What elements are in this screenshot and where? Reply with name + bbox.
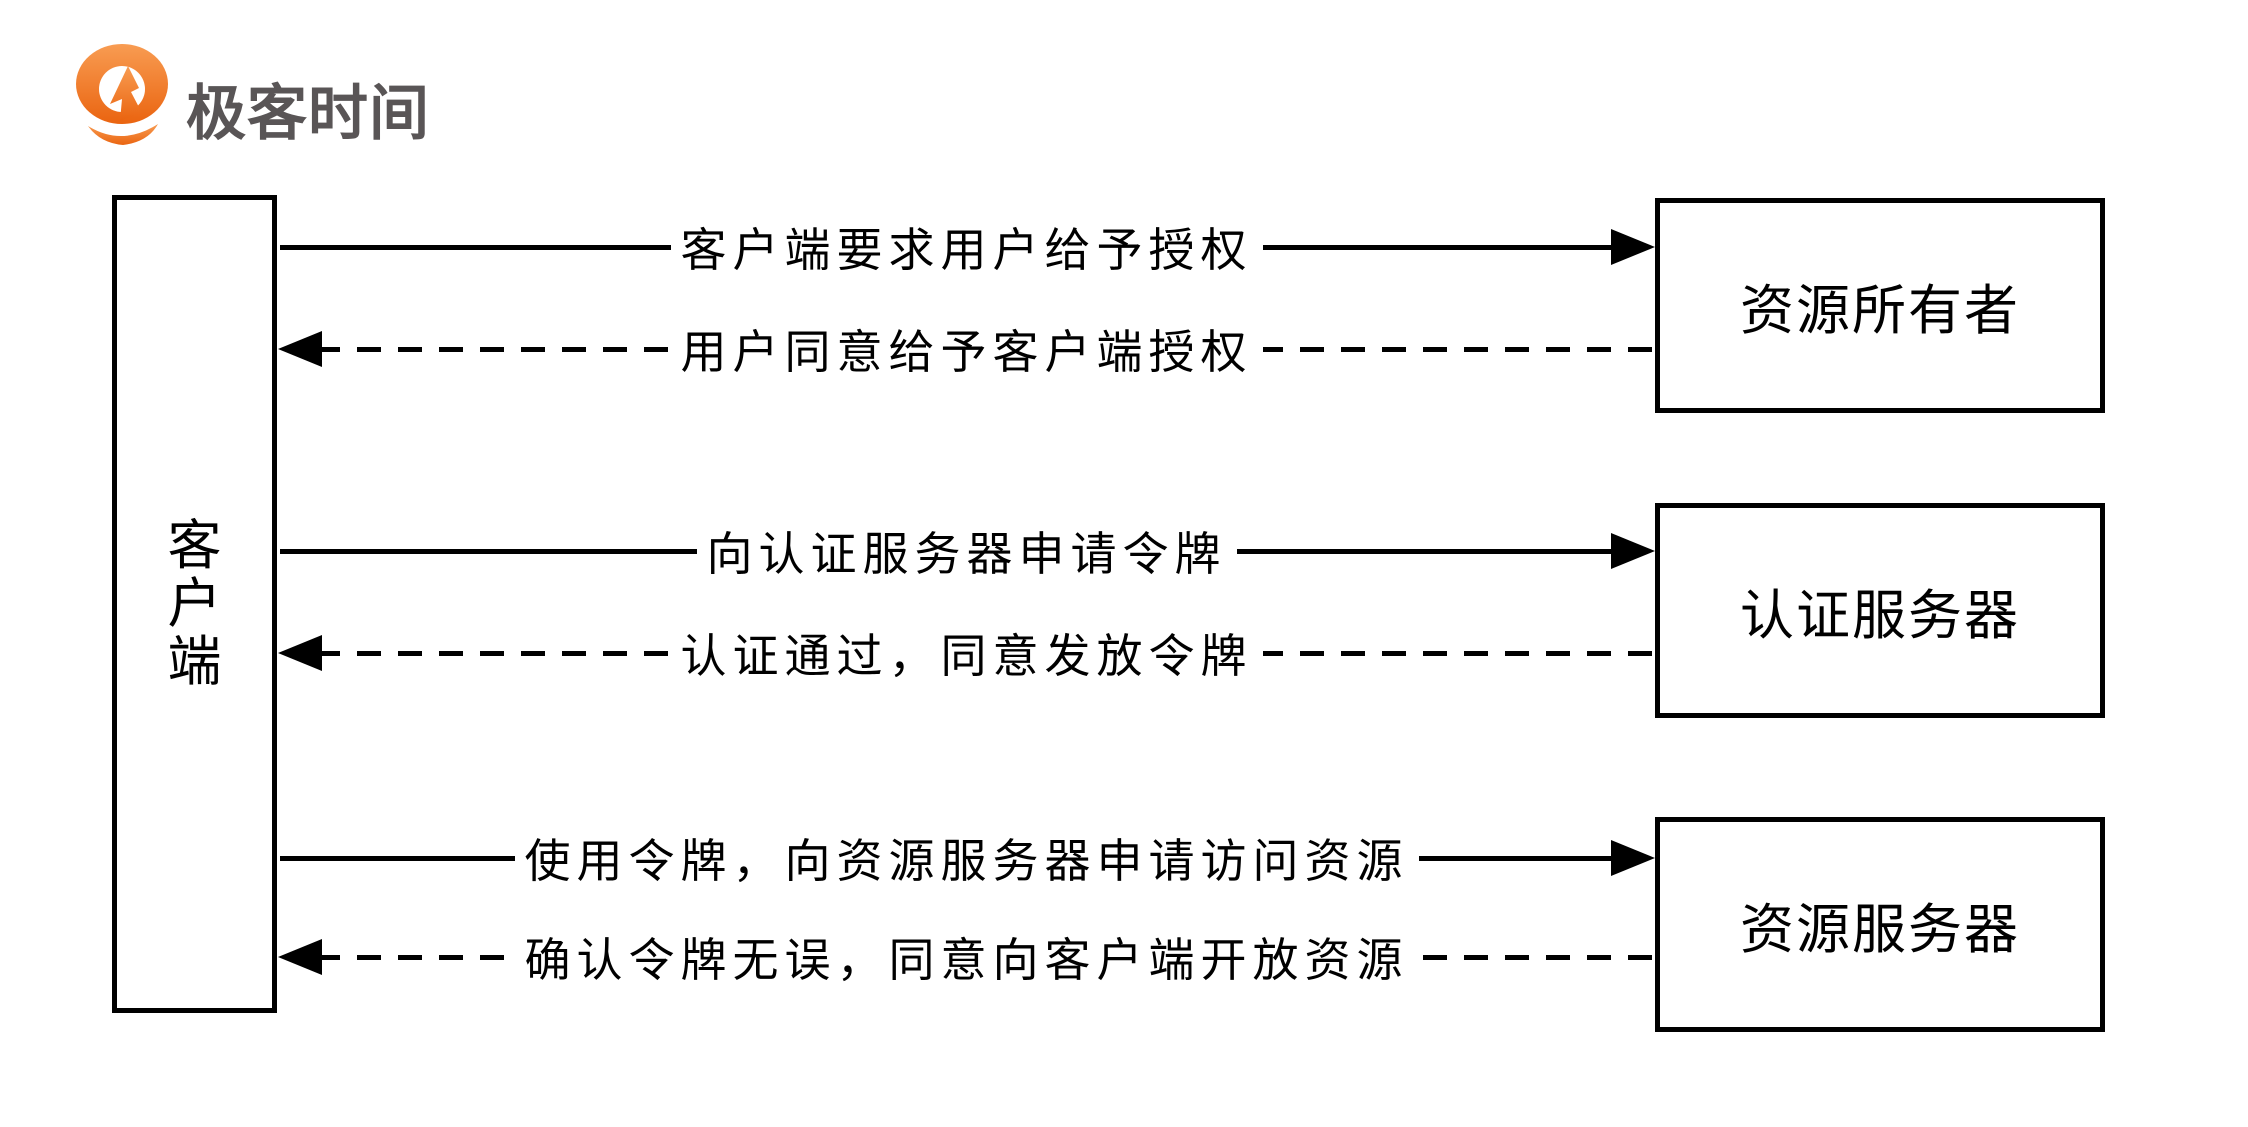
request-label: 向认证服务器申请令牌 [696, 518, 1237, 584]
client-box-label-char: 客 [167, 516, 222, 576]
arrowhead-right-icon [1611, 840, 1655, 876]
auth-server-label: 认证服务器 [1740, 586, 2020, 646]
response-label: 用户同意给予客户端授权 [670, 316, 1263, 382]
auth-server-box: 认证服务器 [1655, 503, 2105, 718]
client-box: 客 户 端 [112, 195, 277, 1013]
resource-server-label: 资源服务器 [1740, 900, 2020, 960]
logo-text: 极客时间 [186, 80, 430, 147]
arrowhead-left-icon [278, 635, 322, 671]
request-label: 客户端要求用户给予授权 [670, 214, 1263, 280]
arrowhead-left-icon [278, 939, 322, 975]
request-label: 使用令牌，向资源服务器申请访问资源 [514, 825, 1419, 891]
response-label: 确认令牌无误，同意向客户端开放资源 [514, 924, 1419, 990]
resource-owner-box: 资源所有者 [1655, 198, 2105, 413]
client-box-label-char: 端 [167, 632, 222, 692]
response-label: 认证通过，同意发放令牌 [670, 620, 1263, 686]
arrowhead-left-icon [278, 331, 322, 367]
client-box-label-char: 户 [167, 574, 222, 634]
arrowhead-right-icon [1611, 229, 1655, 265]
resource-owner-label: 资源所有者 [1740, 281, 2020, 341]
arrowhead-right-icon [1611, 533, 1655, 569]
geektime-pin-icon [76, 44, 168, 145]
resource-server-box: 资源服务器 [1655, 817, 2105, 1032]
